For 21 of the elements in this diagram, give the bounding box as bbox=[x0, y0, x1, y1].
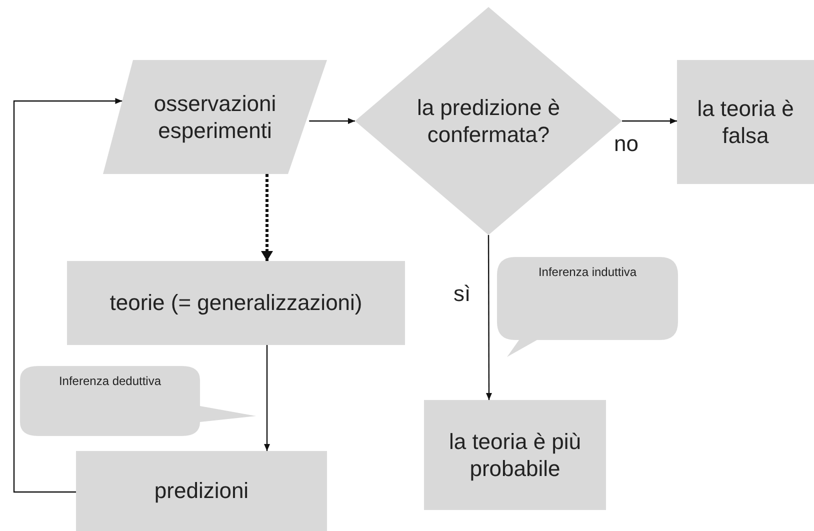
node-text: la teoria è falsa bbox=[696, 94, 795, 150]
input-output-parallelogram bbox=[103, 60, 327, 174]
arrow bbox=[264, 345, 270, 451]
process-box bbox=[76, 451, 327, 531]
process-box bbox=[677, 60, 814, 184]
process-box bbox=[67, 261, 405, 345]
node-text: la teoria è più probabile bbox=[448, 428, 582, 482]
node-text: la predizione è confermata? bbox=[416, 94, 562, 148]
node-text: predizioni bbox=[154, 477, 249, 505]
arrow bbox=[622, 118, 677, 124]
process-box bbox=[424, 400, 606, 510]
callout-text: Inferenza induttiva bbox=[538, 265, 637, 280]
arrow bbox=[309, 118, 355, 124]
speech-bubble bbox=[497, 257, 678, 357]
callout-text: Inferenza deduttiva bbox=[58, 374, 162, 389]
node-text: osservazioni esperimenti bbox=[152, 90, 278, 144]
speech-bubble bbox=[20, 366, 256, 436]
node-text: teorie (= generalizzazioni) bbox=[110, 289, 362, 317]
arrow bbox=[261, 174, 273, 261]
arrow bbox=[486, 235, 492, 400]
arrow bbox=[13, 98, 122, 493]
